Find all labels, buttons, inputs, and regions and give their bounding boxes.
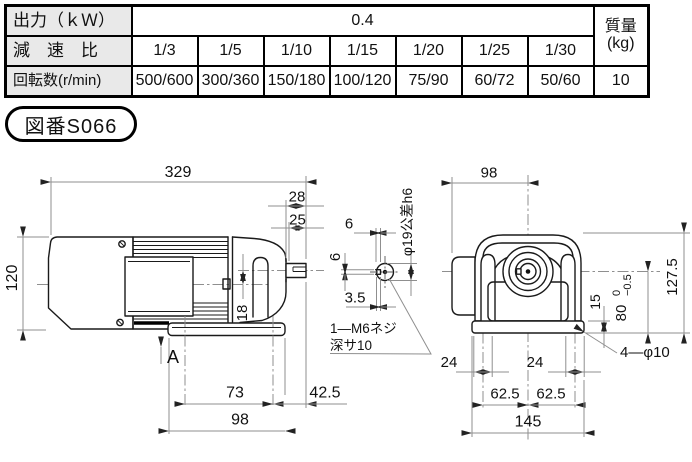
bore-keyway bbox=[515, 268, 522, 275]
figure-number-label: 図番S066 bbox=[24, 115, 118, 138]
front-center-dot bbox=[525, 269, 531, 274]
shaft-keyway-lines bbox=[292, 266, 306, 272]
gearcase-inner-wall bbox=[482, 242, 574, 268]
keyway-notch bbox=[375, 269, 382, 275]
dim-foot-width: 145 bbox=[515, 414, 542, 431]
ratio-header: 減 速 比 bbox=[4, 35, 133, 67]
ratio-cell: 1/30 bbox=[526, 35, 595, 67]
dim-key-width-side: 6 bbox=[327, 253, 344, 261]
mounting-foot-front bbox=[471, 320, 585, 334]
tap-note-line1: 1—M6ネジ bbox=[330, 321, 397, 336]
dim-slot-left: 24 bbox=[441, 354, 458, 371]
spec-table: 出力（ｋＷ） 0.4 質量 (kg) 減 速 比 1/3 1/5 1/10 1/… bbox=[4, 4, 650, 98]
dim-foot-hole-pitch: 73 bbox=[226, 385, 244, 402]
mount-holes-label: 4—φ10 bbox=[620, 344, 670, 361]
housing-screw-top bbox=[118, 240, 126, 248]
speed-cell: 50/60 bbox=[526, 65, 595, 98]
ratio-cell: 1/25 bbox=[460, 35, 529, 67]
mass-unit: (kg) bbox=[606, 35, 635, 52]
speed-header: 回転数(r/min) bbox=[4, 65, 133, 98]
tap-note-line2: 深サ10 bbox=[330, 338, 372, 353]
dim-half-pitch-left: 62.5 bbox=[490, 386, 519, 403]
front-view: 98 127.5 80 0 −0.5 15 bbox=[441, 165, 690, 440]
ratio-cell: 1/15 bbox=[328, 35, 397, 67]
mounting-foot-side bbox=[167, 322, 286, 337]
speed-cell: 75/90 bbox=[394, 65, 463, 98]
housing-screw-bottom bbox=[116, 318, 124, 327]
ratio-cell: 1/3 bbox=[130, 35, 199, 67]
motor-block-rear bbox=[451, 256, 476, 316]
speed-cell: 500/600 bbox=[130, 65, 199, 98]
speed-cell: 300/360 bbox=[196, 65, 265, 98]
shaft-cover-detail bbox=[222, 278, 231, 290]
gearcase-rib bbox=[252, 256, 269, 318]
table-row-ratio: 減 速 比 1/3 1/5 1/10 1/15 1/20 1/25 1/30 bbox=[4, 35, 649, 67]
dim-key-width-top: 6 bbox=[345, 216, 353, 233]
mount-holes-leader bbox=[573, 323, 618, 354]
speed-cell: 150/180 bbox=[262, 65, 331, 98]
dim-tolerance-lower: −0.5 bbox=[622, 274, 634, 296]
speed-cell: 60/72 bbox=[460, 65, 529, 98]
motor-rear-housing bbox=[47, 236, 134, 330]
dim-overall-length: 329 bbox=[165, 164, 192, 181]
mass-header: 質量 (kg) bbox=[592, 4, 650, 67]
dim-foot-thickness: 15 bbox=[587, 294, 603, 310]
dim-axis-offset: 18 bbox=[234, 305, 251, 322]
ratio-cell: 1/20 bbox=[394, 35, 463, 67]
dim-shaft-key-length: 25 bbox=[289, 212, 306, 229]
direction-label: A bbox=[167, 347, 179, 367]
gearcase-lower-profile bbox=[239, 278, 287, 324]
dim-foot-length: 98 bbox=[231, 412, 249, 429]
dim-width-to-center: 98 bbox=[481, 165, 498, 182]
speed-cell: 100/120 bbox=[328, 65, 397, 98]
side-view: 329 28 25 120 18 bbox=[4, 164, 347, 434]
dim-shaft-center-height: 80 bbox=[613, 305, 630, 322]
dim-height-overall: 127.5 bbox=[664, 258, 681, 296]
screw-slot bbox=[119, 241, 125, 247]
tap-leader-line bbox=[329, 278, 432, 355]
dim-shaft-length: 28 bbox=[289, 189, 306, 206]
ratio-cell: 1/10 bbox=[262, 35, 331, 67]
mass-value: 10 bbox=[592, 65, 650, 98]
screw-slot bbox=[117, 320, 123, 326]
dim-tolerance-upper: 0 bbox=[611, 290, 623, 296]
nameplate bbox=[124, 256, 194, 317]
output-value: 0.4 bbox=[130, 4, 595, 37]
dim-slot-right: 24 bbox=[527, 354, 544, 371]
dim-shaft-tolerance: φ19公差h6 bbox=[399, 188, 415, 256]
figure-number-badge: 図番S066 bbox=[5, 106, 137, 142]
mass-label: 質量 bbox=[604, 18, 637, 36]
output-shaft bbox=[285, 262, 307, 279]
table-row-speed: 回転数(r/min) 500/600 300/360 150/180 100/1… bbox=[4, 65, 650, 98]
shaft-key-detail: 6 6 3.5 φ19公差h6 1—M6ネジ bbox=[327, 188, 432, 355]
dim-half-pitch-right: 62.5 bbox=[536, 386, 565, 403]
dim-body-height: 120 bbox=[4, 265, 21, 292]
ratio-cell: 1/5 bbox=[196, 35, 265, 67]
dim-shaft-overhang: 42.5 bbox=[309, 385, 340, 402]
dim-key-depth: 3.5 bbox=[345, 290, 366, 307]
